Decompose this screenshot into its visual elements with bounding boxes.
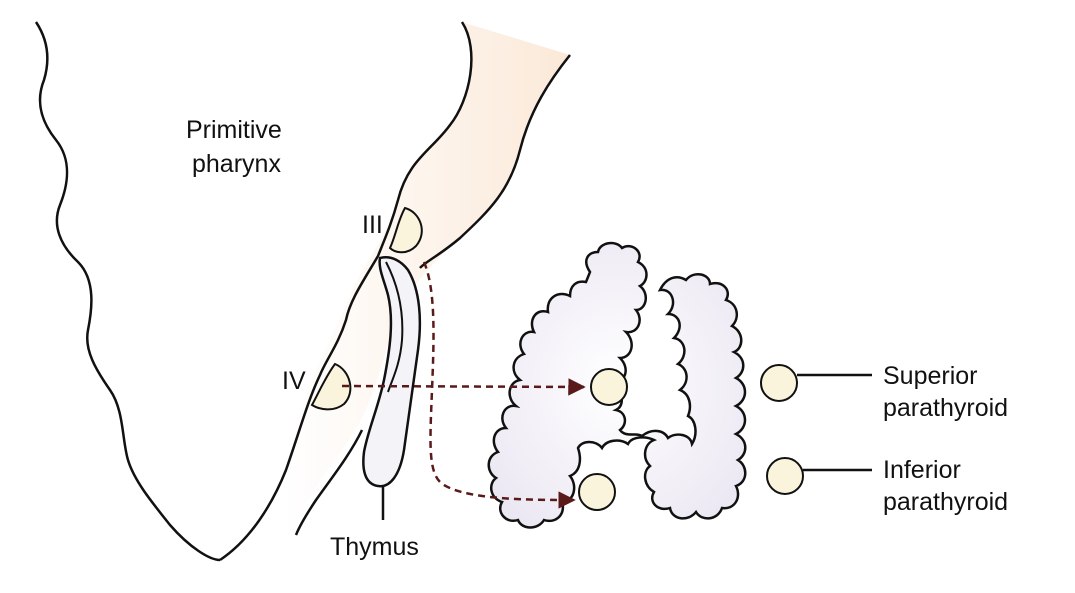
pharynx-outer-outline-lower: [294, 429, 364, 536]
pharynx-left-outline: [34, 21, 221, 562]
pharynx-inner-outline: [219, 21, 473, 562]
pouch-iv-label: IV: [282, 367, 306, 395]
superior-parathyroid-label-line2: parathyroid: [883, 394, 1008, 422]
pouch-iv-parathyroid: [310, 362, 352, 411]
inferior-parathyroid-right: [766, 457, 804, 495]
migration-arrow-iii-to-inferior: [422, 261, 576, 509]
inferior-parathyroid-label-line1: Inferior: [883, 456, 961, 484]
thyroid-gland: [487, 241, 747, 529]
inferior-parathyroid-left: [578, 473, 616, 511]
thymus-body: [362, 256, 422, 488]
primitive-pharynx-label-line1: Primitive: [186, 116, 282, 144]
superior-parathyroid-left: [590, 368, 628, 406]
inferior-parathyroid-label-line2: parathyroid: [883, 488, 1008, 516]
pharynx-outer-outline: [419, 54, 571, 269]
thymus-inner-line: [385, 261, 404, 393]
pharyngeal-wall-band: [284, 22, 570, 535]
pouch-iii-parathyroid: [388, 206, 423, 254]
migration-arrow-iv-to-superior: [341, 378, 586, 396]
thymus-label: Thymus: [330, 533, 419, 561]
pouch-iii-label: III: [362, 211, 383, 239]
superior-parathyroid-label-line1: Superior: [883, 362, 978, 390]
superior-parathyroid-right: [760, 364, 798, 402]
primitive-pharynx-label-line2: pharynx: [192, 150, 281, 178]
